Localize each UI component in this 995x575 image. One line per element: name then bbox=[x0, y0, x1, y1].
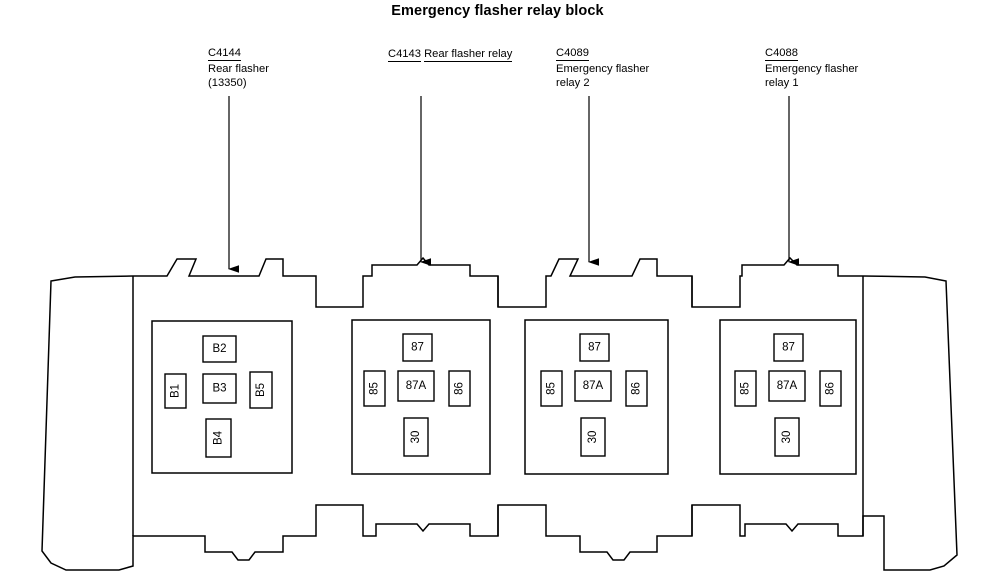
terminal-label: 86 bbox=[631, 382, 643, 395]
terminal-86[interactable]: 86 bbox=[819, 370, 842, 407]
terminal-box bbox=[363, 370, 386, 407]
terminal-label: 86 bbox=[825, 382, 837, 395]
callout-desc: Rear flasher bbox=[208, 63, 269, 76]
callout-code: C4089 bbox=[556, 46, 589, 62]
terminal-87a[interactable]: 87A bbox=[397, 370, 435, 402]
terminal-85[interactable]: 85 bbox=[540, 370, 563, 407]
terminal-label: 87A bbox=[777, 380, 798, 392]
terminal-label: B1 bbox=[170, 384, 182, 398]
terminal-box bbox=[773, 333, 804, 362]
terminal-87a[interactable]: 87A bbox=[768, 370, 806, 402]
socket-boundary bbox=[719, 319, 857, 475]
terminal-box bbox=[768, 370, 806, 402]
socket-boundary bbox=[351, 319, 491, 475]
relay-socket-rear-flasher-relay[interactable]: 87 85 87A 86 30 bbox=[351, 319, 491, 475]
terminal-b1[interactable]: B1 bbox=[164, 373, 187, 409]
callout-c4089: C4089 Emergency flasher relay 2 bbox=[556, 46, 649, 91]
terminal-b5[interactable]: B5 bbox=[249, 371, 273, 409]
callout-desc2: (13350) bbox=[208, 77, 247, 90]
terminal-box bbox=[580, 417, 606, 457]
terminal-label: 87 bbox=[782, 342, 795, 354]
housing-body bbox=[41, 256, 958, 571]
terminal-label: 86 bbox=[454, 382, 466, 395]
terminal-box bbox=[734, 370, 757, 407]
terminal-box bbox=[164, 373, 187, 409]
terminal-box bbox=[819, 370, 842, 407]
terminal-box bbox=[403, 417, 429, 457]
terminal-label: 30 bbox=[781, 431, 793, 444]
terminal-box bbox=[202, 335, 237, 363]
terminal-85[interactable]: 85 bbox=[363, 370, 386, 407]
callout-code: C4144 bbox=[208, 46, 241, 62]
relay-socket-emergency-flasher-relay-1[interactable]: 87 85 87A 86 30 bbox=[719, 319, 857, 475]
callout-c4143: C4143 Rear flasher relay bbox=[388, 46, 513, 63]
terminal-box bbox=[397, 370, 435, 402]
callout-c4144: C4144 Rear flasher (13350) bbox=[208, 46, 269, 91]
terminal-86[interactable]: 86 bbox=[625, 370, 648, 407]
terminal-87a[interactable]: 87A bbox=[574, 370, 612, 402]
callout-code: C4088 bbox=[765, 46, 798, 62]
callout-code: C4143 bbox=[388, 47, 421, 63]
socket-boundary bbox=[524, 319, 669, 475]
terminal-label: 87 bbox=[588, 342, 601, 354]
housing-outline bbox=[41, 256, 958, 571]
terminal-b4[interactable]: B4 bbox=[205, 418, 232, 458]
terminal-85[interactable]: 85 bbox=[734, 370, 757, 407]
terminal-label: 87 bbox=[411, 342, 424, 354]
terminal-label: B5 bbox=[255, 383, 267, 397]
terminal-30[interactable]: 30 bbox=[403, 417, 429, 457]
socket-boundary bbox=[151, 320, 293, 474]
terminal-label: 30 bbox=[410, 431, 422, 444]
terminal-86[interactable]: 86 bbox=[448, 370, 471, 407]
terminal-box bbox=[579, 333, 610, 362]
terminal-label: 85 bbox=[740, 382, 752, 395]
terminal-label: 87A bbox=[406, 380, 427, 392]
callout-c4088: C4088 Emergency flasher relay 1 bbox=[765, 46, 858, 91]
callout-desc2: relay 1 bbox=[765, 77, 799, 90]
terminal-b3[interactable]: B3 bbox=[202, 373, 237, 404]
callout-desc: Emergency flasher bbox=[765, 63, 859, 76]
terminal-label: 30 bbox=[587, 431, 599, 444]
terminal-label: 87A bbox=[583, 380, 604, 392]
terminal-87[interactable]: 87 bbox=[773, 333, 804, 362]
terminal-label: B2 bbox=[212, 343, 226, 355]
terminal-b2[interactable]: B2 bbox=[202, 335, 237, 363]
terminal-box bbox=[540, 370, 563, 407]
terminal-box bbox=[205, 418, 232, 458]
terminal-box bbox=[249, 371, 273, 409]
terminal-label: B3 bbox=[212, 383, 226, 395]
terminal-box bbox=[202, 373, 237, 404]
relay-socket-emergency-flasher-relay-2[interactable]: 87 85 87A 86 30 bbox=[524, 319, 669, 475]
terminal-30[interactable]: 30 bbox=[580, 417, 606, 457]
terminal-label: 85 bbox=[546, 382, 558, 395]
terminal-box bbox=[448, 370, 471, 407]
terminal-box bbox=[625, 370, 648, 407]
terminal-87[interactable]: 87 bbox=[402, 333, 433, 362]
page-title: Emergency flasher relay block bbox=[391, 3, 604, 19]
leader-arrows bbox=[228, 96, 799, 273]
terminal-box bbox=[574, 370, 612, 402]
terminal-box bbox=[774, 417, 800, 457]
callout-desc: Rear flasher relay bbox=[424, 47, 513, 63]
terminal-87[interactable]: 87 bbox=[579, 333, 610, 362]
terminal-label: B4 bbox=[213, 430, 225, 445]
callout-desc: Emergency flasher bbox=[556, 63, 650, 76]
callout-desc2: relay 2 bbox=[556, 77, 590, 90]
terminal-box bbox=[402, 333, 433, 362]
terminal-label: 85 bbox=[369, 382, 381, 395]
terminal-30[interactable]: 30 bbox=[774, 417, 800, 457]
